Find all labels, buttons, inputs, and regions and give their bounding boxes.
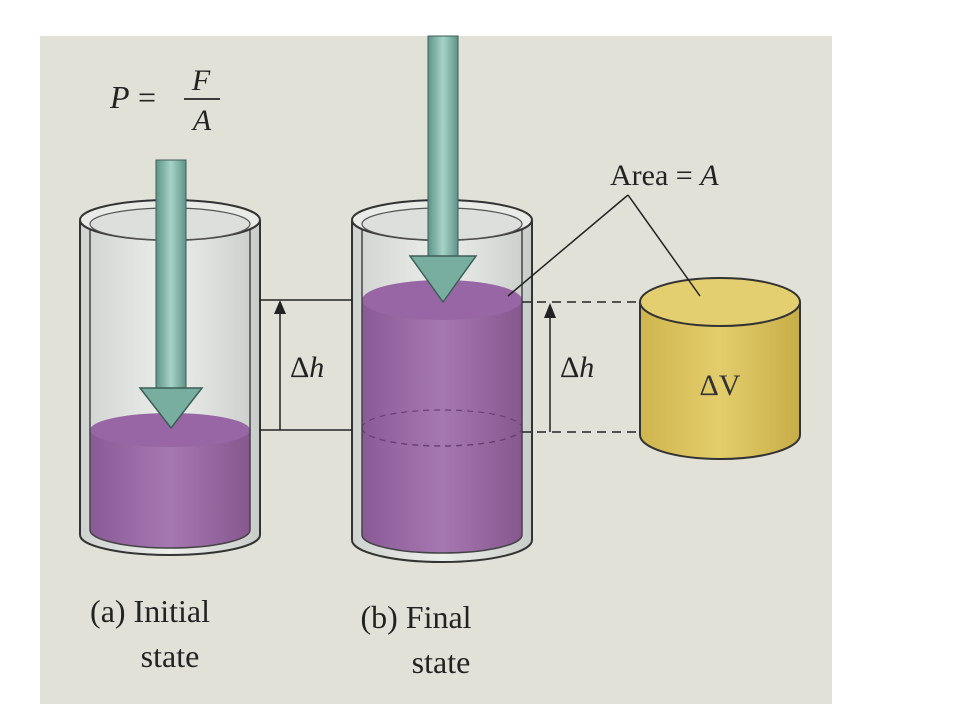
force-arrow-initial [138, 159, 204, 430]
delta-v-label: ΔV [700, 369, 741, 402]
caption-final-line2: state [412, 644, 471, 680]
caption-initial-line2: state [141, 638, 200, 674]
delta-h-label-left: Δh [290, 351, 324, 384]
caption-initial-line1: (a) Initial [90, 593, 210, 629]
area-pointer-lines [507, 194, 701, 297]
area-label: Area = A [610, 159, 719, 192]
force-arrow-final [408, 35, 478, 304]
volume-block [639, 277, 801, 460]
formula-denominator: A [191, 104, 212, 137]
formula-numerator: F [191, 64, 211, 97]
liquid-final [361, 280, 523, 553]
delta-h-bracket-left [260, 299, 352, 431]
caption-final-line1: (b) Final [360, 599, 471, 635]
liquid-initial [90, 413, 250, 548]
cylinder-final [351, 199, 533, 563]
delta-h-bracket-right [522, 301, 640, 433]
delta-h-label-right: Δh [560, 351, 594, 384]
formula-equals: = [138, 79, 156, 115]
pressure-formula: P = F A [109, 64, 220, 137]
formula-lhs: P [109, 79, 130, 115]
